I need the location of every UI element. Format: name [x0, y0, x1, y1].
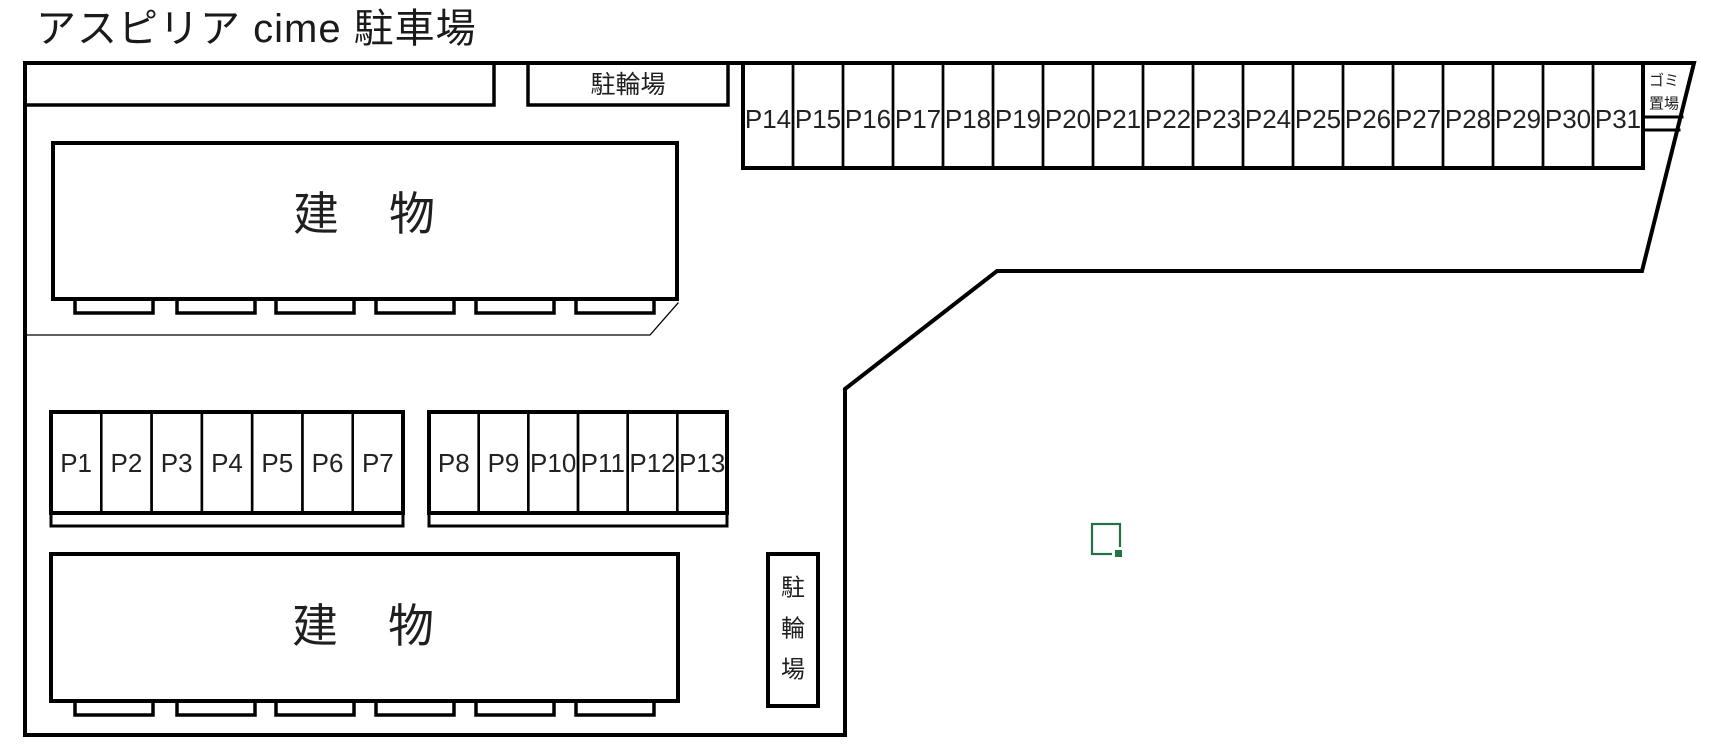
stall-label: P15	[795, 104, 841, 134]
entrance-tab	[73, 297, 155, 315]
entrance-tab	[175, 297, 257, 315]
walkway-line	[26, 302, 679, 336]
stall-label: P19	[995, 104, 1041, 134]
stall-label: P29	[1495, 104, 1541, 134]
active-cell-selection[interactable]	[1090, 522, 1124, 559]
stall-label: P11	[581, 448, 625, 478]
stall-label: P8	[438, 448, 470, 478]
bicycle-parking-side-char: 輪	[781, 616, 805, 643]
stall-label: P1	[60, 448, 92, 478]
bicycle-parking-side-char: 駐	[781, 575, 805, 602]
entrance-tab	[474, 699, 556, 717]
entrance-tab	[73, 699, 155, 717]
stall-label: P17	[895, 104, 941, 134]
entrance-tab	[474, 297, 556, 315]
garbage-area-label-line2: 置場	[1649, 96, 1679, 113]
building-2	[49, 552, 680, 703]
stall-label: P14	[745, 104, 791, 134]
stall-row-left: P1 P2 P3 P4 P5 P6 P7	[49, 410, 405, 515]
stall-label: P12	[629, 448, 675, 478]
entrance-tab	[574, 699, 656, 717]
stall-label: P20	[1045, 104, 1091, 134]
bicycle-parking-top-box	[526, 61, 730, 107]
stall-row-left-curb	[49, 511, 405, 528]
page-title: アスピリア cime 駐車場	[36, 7, 477, 51]
stall-label: P30	[1545, 104, 1591, 134]
building-1	[51, 141, 679, 301]
fill-handle[interactable]	[1115, 550, 1122, 557]
stall-label: P22	[1145, 104, 1191, 134]
stall-label: P7	[362, 448, 394, 478]
stall-row-right-curb	[427, 511, 729, 528]
stall-label: P27	[1395, 104, 1441, 134]
building-1-label: 建 物	[293, 188, 437, 240]
stall-label: P21	[1095, 104, 1141, 134]
stall-label: P10	[530, 448, 576, 478]
stall-label: P24	[1245, 104, 1291, 134]
entrance-tab	[374, 297, 456, 315]
garbage-area-label-line1: ゴミ	[1649, 72, 1679, 90]
stall-label: P25	[1295, 104, 1341, 134]
stall-label: P16	[845, 104, 891, 134]
stall-label: P6	[312, 448, 344, 478]
bicycle-parking-side-box	[766, 552, 820, 708]
stall-label: P23	[1195, 104, 1241, 134]
stall-label: P5	[261, 448, 293, 478]
stall-label: P18	[945, 104, 991, 134]
stall-label: P3	[161, 448, 193, 478]
stall-label: P9	[488, 448, 520, 478]
entrance-tab	[274, 297, 356, 315]
entrance-tab	[574, 297, 656, 315]
stall-label: P31	[1595, 104, 1641, 134]
active-cell-border[interactable]	[1090, 522, 1122, 556]
stall-label: P28	[1445, 104, 1491, 134]
entrance-tab	[274, 699, 356, 717]
site-boundary-outline	[23, 61, 1697, 737]
stall-label: P4	[211, 448, 243, 478]
entrance-tab	[175, 699, 257, 717]
building-2-label: 建 物	[292, 600, 436, 652]
entrance-tab	[374, 699, 456, 717]
bicycle-parking-side-label: 駐輪場	[781, 575, 805, 684]
bicycle-parking-top-label: 駐輪場	[590, 71, 665, 99]
top-left-structure	[23, 61, 496, 107]
stall-label: P13	[679, 448, 725, 478]
stall-label: P26	[1345, 104, 1391, 134]
stall-label: P2	[111, 448, 143, 478]
bicycle-parking-side-char: 場	[781, 657, 805, 684]
building-1-entrances	[73, 297, 656, 315]
garbage-area-lines	[1641, 115, 1684, 132]
building-2-entrances	[73, 699, 656, 717]
